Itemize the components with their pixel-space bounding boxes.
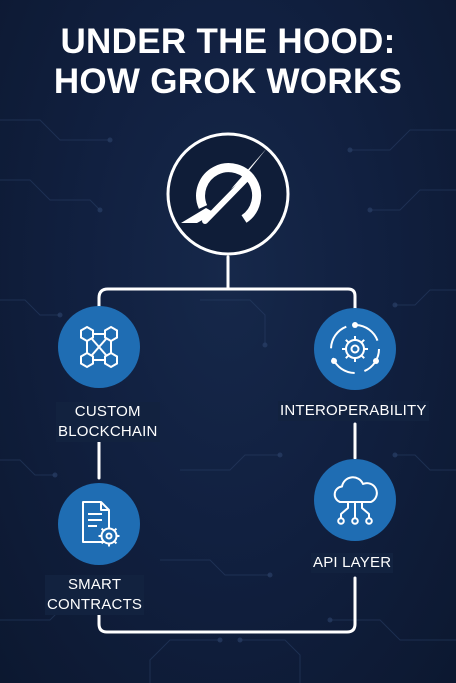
grok-logo-icon — [166, 132, 290, 256]
grok-hub — [157, 131, 299, 257]
custom-blockchain-label: CUSTOM BLOCKCHAIN — [56, 402, 160, 442]
interoperability-label: INTEROPERABILITY — [278, 401, 429, 421]
cloud-network-icon — [314, 459, 396, 541]
page-title: UNDER THE HOOD: HOW GROK WORKS — [0, 22, 456, 102]
interoperability-node — [313, 307, 397, 391]
smart-contracts-label-line-2: CONTRACTS — [47, 596, 143, 613]
blockchain-network-icon — [58, 306, 140, 388]
top-branch-line — [97, 287, 357, 314]
custom-blockchain-label-line-2: BLOCKCHAIN — [58, 423, 158, 440]
bottom-loop-line — [97, 576, 357, 634]
custom-blockchain-node — [57, 305, 141, 389]
smart-contracts-label-line-1: SMART — [67, 576, 122, 593]
smart-contracts-label: SMART CONTRACTS — [45, 575, 145, 615]
api-layer-label: API LAYER — [311, 553, 394, 573]
interoperability-label-text: INTEROPERABILITY — [280, 402, 427, 419]
api-layer-label-text: API LAYER — [313, 554, 392, 571]
api-layer-node — [313, 458, 397, 542]
title-line-1: UNDER THE HOOD: — [60, 22, 396, 61]
custom-blockchain-label-line-1: CUSTOM — [74, 403, 141, 420]
document-gear-icon — [58, 483, 140, 565]
gear-cycle-icon — [314, 308, 396, 390]
smart-contracts-node — [57, 482, 141, 566]
title-line-2: HOW GROK WORKS — [53, 62, 403, 101]
